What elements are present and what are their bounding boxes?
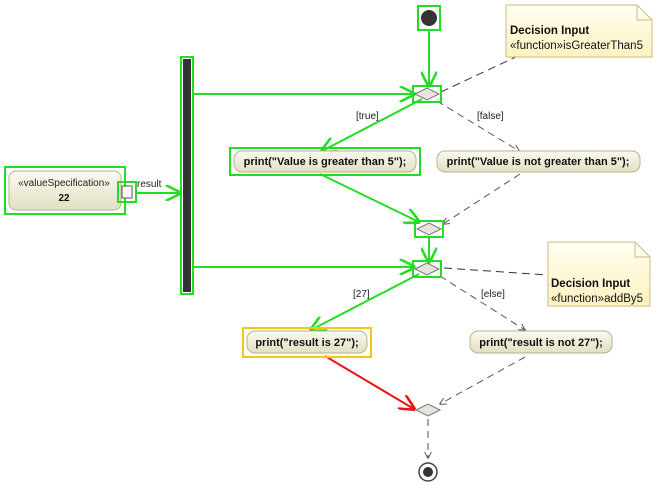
initial-node[interactable]	[417, 5, 441, 31]
value-spec-stereotype: «valueSpecification»	[18, 178, 110, 189]
note-2-body: «function»addBy5	[551, 293, 643, 305]
guard-27: [27]	[353, 289, 370, 300]
action-result-not-27[interactable]: print("result is not 27");	[469, 330, 613, 354]
flow-greater-merge	[319, 173, 419, 222]
action-greater-label: print("Value is greater than 5");	[244, 156, 407, 168]
guard-else: [else]	[481, 289, 505, 300]
merge-node-3[interactable]	[414, 403, 442, 417]
note-anchor-2	[443, 267, 549, 276]
pin-label-result: result	[137, 179, 162, 190]
note-anchor-1	[440, 54, 521, 93]
flow-eq27	[311, 273, 420, 330]
action-result-is-27[interactable]: print("result is 27");	[242, 327, 372, 358]
flow-false	[436, 100, 519, 151]
flow-not-greater-merge	[443, 173, 521, 224]
output-pin[interactable]	[117, 181, 137, 203]
flow-else	[439, 275, 525, 330]
action-not27-label: print("result is not 27");	[479, 337, 603, 349]
decision-node-1[interactable]	[412, 85, 442, 103]
decision-node-2[interactable]	[412, 260, 442, 278]
note-1-title: Decision Input	[510, 25, 589, 37]
flow-not27-merge	[440, 356, 526, 404]
flow-true	[322, 98, 423, 151]
action-not-greater-label: print("Value is not greater than 5");	[447, 156, 630, 168]
guard-false: [false]	[477, 111, 504, 122]
guard-true: [true]	[356, 111, 379, 122]
note-2-title: Decision Input	[551, 278, 630, 290]
fork-bar[interactable]	[180, 56, 194, 295]
action-is27-label: print("result is 27");	[255, 337, 358, 349]
note-decision-input-2[interactable]: Decision Input «function»addBy5	[547, 241, 651, 307]
merge-node-1[interactable]	[414, 220, 444, 238]
action-greater-than-5[interactable]: print("Value is greater than 5");	[229, 147, 421, 176]
flow-is27-merge	[324, 355, 414, 409]
value-spec-value: 22	[58, 193, 70, 204]
activity-final-node[interactable]	[418, 462, 438, 482]
action-not-greater-than-5[interactable]: print("Value is not greater than 5");	[436, 150, 641, 173]
note-decision-input-1[interactable]: Decision Input «function»isGreaterThan5	[505, 4, 653, 58]
note-1-body: «function»isGreaterThan5	[510, 40, 643, 52]
value-specification-node[interactable]: «valueSpecification» 22	[4, 166, 126, 215]
